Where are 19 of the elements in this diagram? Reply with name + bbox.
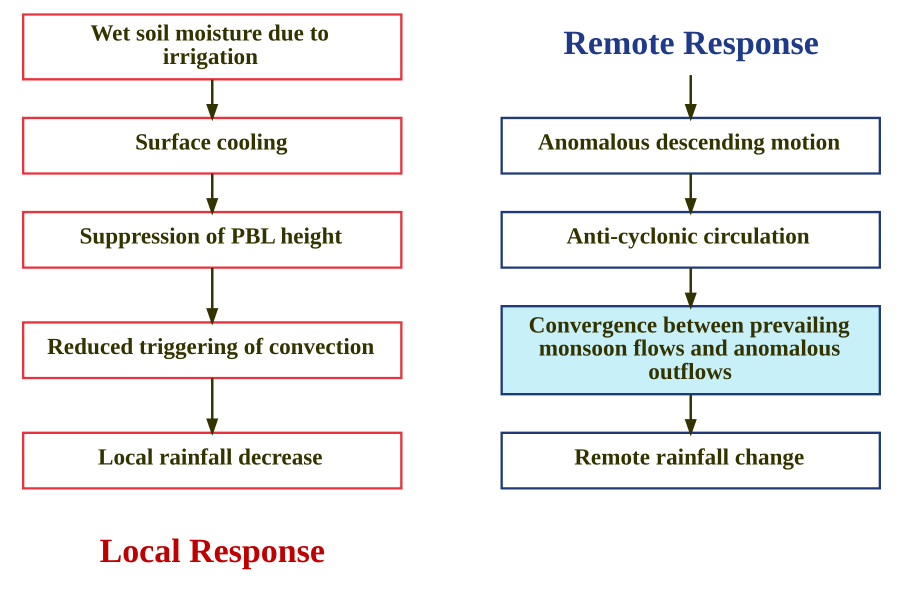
node-box: Wet soil moisture due to irrigation <box>22 13 402 80</box>
arrow <box>206 80 218 122</box>
node-box: Surface cooling <box>22 116 402 175</box>
node-box: Local rainfall decrease <box>22 432 402 490</box>
arrow <box>206 174 218 216</box>
arrow <box>684 268 696 310</box>
label: Local Response <box>99 532 324 570</box>
arrow <box>684 174 696 216</box>
node-box: Anti-cyclonic circulation <box>500 210 880 269</box>
node-text: Remote Response <box>562 25 818 62</box>
arrow <box>684 75 696 122</box>
node-box: Anomalous descending motion <box>500 116 880 175</box>
node-box: Convergence between prevailing monsoon flows and anomalous outflows <box>500 305 880 396</box>
arrow <box>206 268 218 326</box>
node-box: Suppression of PBL height <box>22 210 402 269</box>
node-box: Remote rainfall change <box>500 432 880 490</box>
node-box: Reduced triggering of convection <box>22 321 402 380</box>
arrow <box>206 378 218 436</box>
arrow <box>684 394 696 436</box>
